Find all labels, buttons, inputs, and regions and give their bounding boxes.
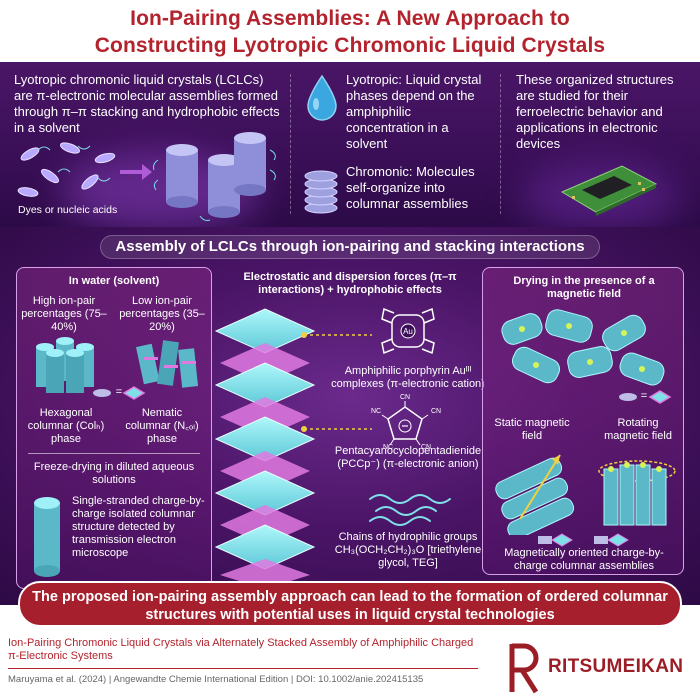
circuit-board-icon: [560, 165, 658, 216]
pccp-nc-bottom-left: NC: [382, 444, 394, 451]
teg-label: Chains of hydrophilic groups CH₃(OCH₂CH₂…: [334, 531, 482, 569]
applications-text: These organized structures are studied f…: [516, 72, 674, 151]
pccp-label: Pentacyanocyclopentadienide (PCCp⁻) (π-e…: [334, 445, 482, 470]
nematic-columns-illustration: [136, 340, 199, 388]
rotating-aligned-columns: [598, 460, 676, 526]
rotating-field-label: Rotating magnetic field: [604, 417, 672, 442]
right-ion-pair-symbol: [619, 390, 672, 404]
reference-citation: Maruyama et al. (2024) | Angewandte Chem…: [8, 674, 424, 685]
lclc-definition: Lyotropic chromonic liquid crystals (LCL…: [14, 72, 280, 135]
ritsumeikan-r-logo-icon: [509, 643, 539, 694]
pccp-nc-left: NC: [370, 408, 382, 415]
divider: [290, 74, 291, 214]
pccp-cn-bottom-right: CN: [420, 444, 432, 451]
ion-pair-symbol: [93, 386, 146, 400]
porphyrin-structure-icon: [381, 307, 435, 355]
nematic-phase-label: Nematic columnar (N꜀ₒₗ) phase: [125, 407, 199, 445]
pccp-cn-top: CN: [399, 394, 411, 401]
static-aligned-columns: [495, 454, 575, 535]
chromonic-definition: Chromonic: Molecules self-organize into …: [346, 164, 475, 211]
teg-chain-icon: [369, 494, 451, 526]
single-stranded-description: Single-stranded charge-by-charge isolate…: [72, 495, 205, 559]
disc-stack-icon: [304, 170, 338, 214]
hexagonal-phase-label: Hexagonal columnar (Colₕ) phase: [27, 407, 105, 445]
divider: [8, 668, 478, 669]
single-column-illustration: [34, 497, 60, 577]
high-ion-pair-label: High ion-pair percentages (75–40%): [21, 295, 107, 333]
ion-pair-equals: =: [115, 386, 123, 398]
conclusion-banner: The proposed ion-pairing assembly approa…: [18, 581, 682, 627]
dye-molecules-illustration: [17, 142, 116, 197]
page-title-line-1: Ion-Pairing Assemblies: A New Approach t…: [130, 7, 570, 30]
divider: [28, 453, 200, 454]
oriented-ion-pair-symbols: [538, 533, 629, 547]
footer: Ion-Pairing Chromonic Liquid Crystals vi…: [0, 632, 700, 700]
random-columns-illustration: [501, 309, 665, 386]
assembly-section: Assembly of LCLCs through ion-pairing an…: [0, 227, 700, 605]
columnar-stacks-illustration: [153, 132, 276, 221]
header: Ion-Pairing Assemblies: A New Approach t…: [0, 0, 700, 62]
assembly-heading: Assembly of LCLCs through ion-pairing an…: [100, 235, 600, 259]
au-label: Au: [403, 327, 413, 336]
porphyrin-label: Amphiphilic porphyrin Auᴵᴵᴵ complexes (π…: [331, 365, 485, 390]
page-title-line-2: Constructing Lyotropic Chromonic Liquid …: [94, 34, 606, 57]
freeze-drying-label: Freeze-drying in diluted aqueous solutio…: [33, 461, 195, 486]
pccp-cn-right: CN: [430, 408, 442, 415]
hexagonal-columns-illustration: [36, 337, 94, 393]
lyotropic-definition: Lyotropic: Liquid crystal phases depend …: [346, 72, 482, 151]
droplet-icon: [307, 74, 337, 121]
low-ion-pair-label: Low ion-pair percentages (35–20%): [119, 295, 205, 333]
arrow-right-icon: [120, 164, 152, 180]
dyes-caption: Dyes or nucleic acids: [18, 204, 118, 216]
reference-title: Ion-Pairing Chromonic Liquid Crystals vi…: [8, 637, 474, 662]
right-ion-pair-equals: =: [640, 390, 648, 402]
static-field-label: Static magnetic field: [494, 417, 570, 442]
ritsumeikan-wordmark: RITSUMEIKAN: [548, 656, 684, 677]
leader-lines: [301, 332, 372, 432]
intro-panel: Lyotropic chromonic liquid crystals (LCL…: [0, 62, 700, 227]
divider: [500, 74, 501, 214]
forces-title: Electrostatic and dispersion forces (π–π…: [243, 271, 457, 296]
magnetic-drying-title: Drying in the presence of a magnetic fie…: [513, 275, 655, 300]
oriented-assemblies-label: Magnetically oriented charge-by-charge c…: [504, 547, 664, 572]
in-water-title: In water (solvent): [68, 275, 160, 287]
pccp-structure-icon: [381, 401, 429, 446]
